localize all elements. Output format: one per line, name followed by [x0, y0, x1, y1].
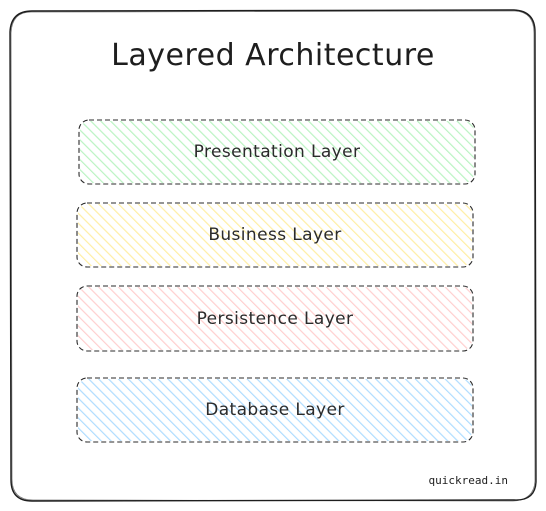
watermark[interactable]: quickread.in [428, 474, 508, 487]
business-layer-shape [76, 202, 474, 268]
database-layer-shape [76, 377, 474, 443]
business-layer-box: Business Layer [76, 202, 474, 268]
persistence-layer-box: Persistence Layer [76, 285, 474, 352]
presentation-layer-label: Presentation Layer [193, 142, 361, 162]
presentation-layer-shape [78, 119, 476, 185]
persistence-layer-label: Persistence Layer [196, 308, 354, 329]
database-layer-box: Database Layer [76, 377, 474, 443]
persistence-layer-shape [76, 285, 474, 352]
presentation-layer-box: Presentation Layer [78, 119, 476, 185]
database-layer-label: Database Layer [205, 400, 345, 420]
diagram-title: Layered Architecture [111, 38, 435, 73]
business-layer-label: Business Layer [208, 225, 342, 245]
